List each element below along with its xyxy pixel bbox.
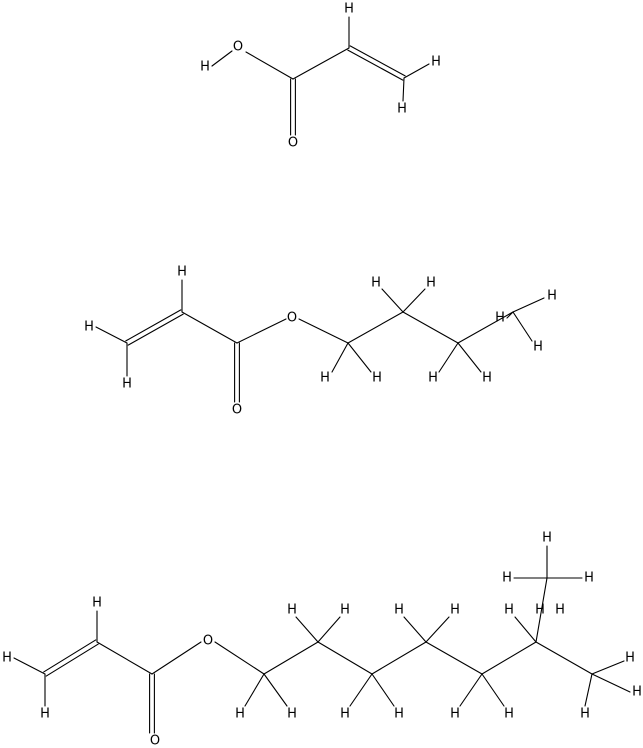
single-bond bbox=[512, 311, 533, 342]
single-bond bbox=[244, 673, 265, 707]
single-bond bbox=[317, 616, 341, 643]
single-bond bbox=[481, 641, 537, 675]
single-bond bbox=[211, 50, 233, 67]
double-bond bbox=[43, 639, 97, 673]
single-bond bbox=[236, 318, 287, 344]
single-bond bbox=[181, 311, 238, 344]
single-bond bbox=[512, 297, 545, 313]
single-bond bbox=[331, 342, 349, 373]
oxygen-atom-label: O bbox=[288, 136, 298, 151]
single-bond bbox=[292, 47, 350, 80]
hydrogen-atom-label: H bbox=[535, 603, 545, 618]
hydrogen-atom-label: H bbox=[495, 311, 505, 326]
single-bond bbox=[591, 673, 631, 693]
double-bond bbox=[127, 313, 184, 346]
hydrogen-atom-label: H bbox=[394, 603, 404, 618]
single-bond bbox=[425, 641, 483, 675]
single-bond bbox=[263, 641, 319, 675]
hydrogen-atom-label: H bbox=[625, 651, 635, 666]
hydrogen-atom-label: H bbox=[542, 531, 552, 546]
hydrogen-atom-label: H bbox=[372, 371, 382, 386]
double-bond bbox=[349, 45, 406, 77]
single-bond bbox=[535, 641, 593, 675]
hydrogen-atom-label: H bbox=[84, 320, 94, 335]
oxygen-atom-label: O bbox=[203, 634, 213, 649]
single-bond bbox=[591, 660, 625, 675]
hydrogen-atom-label: H bbox=[450, 707, 460, 722]
hydrogen-atom-label: H bbox=[504, 707, 514, 722]
single-bond bbox=[263, 673, 288, 707]
single-bond bbox=[506, 311, 514, 319]
single-bond bbox=[371, 641, 427, 675]
hydrogen-atom-label: H bbox=[287, 603, 297, 618]
single-bond bbox=[317, 641, 373, 675]
hydrogen-atom-label: H bbox=[504, 603, 514, 618]
single-bond bbox=[13, 657, 46, 675]
hydrogen-atom-label: H bbox=[632, 685, 642, 700]
single-bond bbox=[403, 616, 427, 643]
hydrogen-atom-label: H bbox=[584, 571, 594, 586]
oxygen-atom-label: O bbox=[287, 311, 297, 326]
hydrogen-atom-label: H bbox=[344, 2, 354, 17]
hydrogen-atom-label: H bbox=[92, 596, 102, 611]
hydrogen-atom-label: H bbox=[340, 603, 350, 618]
double-bond bbox=[45, 643, 99, 677]
hydrogen-atom-label: H bbox=[580, 707, 590, 722]
hydrogen-atom-label: H bbox=[2, 651, 12, 666]
single-bond bbox=[214, 641, 265, 675]
hydrogen-atom-label: H bbox=[394, 707, 404, 722]
single-bond bbox=[584, 673, 593, 707]
hydrogen-atom-label: H bbox=[502, 571, 512, 586]
single-bond bbox=[298, 318, 349, 344]
hydrogen-atom-label: H bbox=[340, 707, 350, 722]
hydrogen-atom-label: H bbox=[200, 60, 210, 75]
double-bond bbox=[347, 49, 404, 81]
hydrogen-atom-label: H bbox=[122, 377, 132, 392]
bond-layer bbox=[13, 16, 631, 734]
hydrogen-atom-label: H bbox=[320, 371, 330, 386]
single-bond bbox=[514, 616, 537, 643]
hydrogen-atom-label: H bbox=[235, 707, 245, 722]
single-bond bbox=[95, 326, 128, 344]
hydrogen-atom-label: H bbox=[287, 707, 297, 722]
single-bond bbox=[245, 51, 294, 80]
oxygen-atom-label: O bbox=[150, 734, 160, 748]
hydrogen-atom-label: H bbox=[428, 371, 438, 386]
single-bond bbox=[425, 616, 450, 643]
single-bond bbox=[347, 311, 404, 344]
double-bond bbox=[125, 309, 182, 342]
hydrogen-atom-label: H bbox=[547, 289, 557, 304]
hydrogen-atom-label: H bbox=[397, 102, 407, 117]
hydrogen-atom-label: H bbox=[450, 603, 460, 618]
single-bond bbox=[535, 577, 548, 643]
single-bond bbox=[151, 641, 202, 675]
hydrogen-atom-label: H bbox=[40, 707, 50, 722]
single-bond bbox=[295, 616, 319, 643]
hydrogen-atom-label: H bbox=[177, 265, 187, 280]
single-bond bbox=[402, 77, 405, 102]
single-bond bbox=[402, 288, 426, 313]
oxygen-atom-label: O bbox=[233, 40, 243, 55]
hydrogen-atom-label: H bbox=[482, 371, 492, 386]
single-bond bbox=[403, 63, 430, 79]
hydrogen-atom-label: H bbox=[533, 340, 543, 355]
hydrogen-atom-label: H bbox=[371, 276, 381, 291]
hydrogen-atom-label: H bbox=[431, 55, 441, 70]
single-bond bbox=[438, 342, 459, 373]
single-bond bbox=[459, 673, 483, 707]
single-bond bbox=[347, 342, 372, 373]
hydrogen-atom-label: H bbox=[555, 603, 565, 618]
single-bond bbox=[96, 641, 153, 675]
oxygen-atom-label: O bbox=[232, 403, 242, 418]
single-bond bbox=[457, 342, 482, 373]
single-bond bbox=[371, 673, 395, 707]
single-bond bbox=[402, 311, 459, 344]
single-bond bbox=[349, 673, 373, 707]
single-bond bbox=[381, 288, 404, 313]
single-bond bbox=[457, 311, 514, 344]
hydrogen-atom-label: H bbox=[426, 276, 436, 291]
single-bond bbox=[481, 673, 505, 707]
